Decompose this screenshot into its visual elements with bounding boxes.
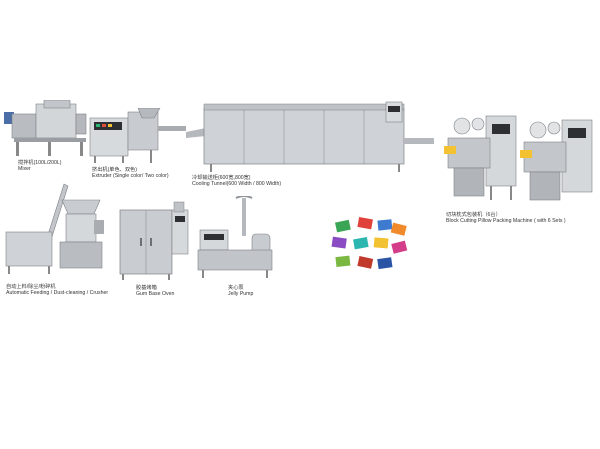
extruder-image <box>89 108 186 163</box>
packing-machine-image-2 <box>520 119 593 201</box>
mixer-image <box>4 100 87 156</box>
feeding-crusher-image <box>5 183 104 274</box>
cooling-tunnel-label: 冷却输送柜(600宽,800宽)Cooling Tunnel(600 Width… <box>192 175 282 188</box>
extruder-label: 挤出机(单色、双色)Extruder (Single color/ Two co… <box>92 167 169 180</box>
mixer-label: 搅拌机(100L/200L)Mixer <box>18 160 62 173</box>
gum-base-oven-image <box>119 201 189 280</box>
packing-machine-image-1 <box>444 115 517 200</box>
packing-machine-label: 切块枕式包装机（6台）Block Cutting Pillow Packing … <box>446 212 566 225</box>
mixer-motor <box>4 112 14 124</box>
product-samples-image <box>331 217 408 270</box>
cooling-tunnel-image <box>186 101 434 172</box>
jelly-pump-image <box>197 196 273 278</box>
